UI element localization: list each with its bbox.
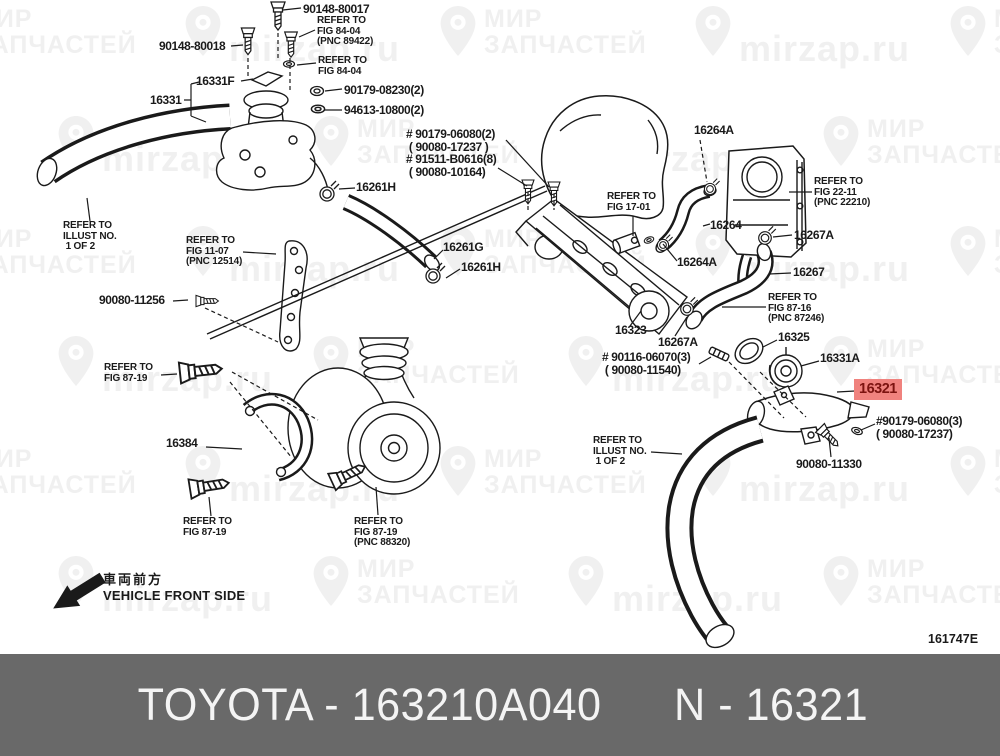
vehicle-front-arrow — [53, 572, 106, 609]
part-label-16261H-2: 16261H — [461, 260, 501, 274]
part-label-16331F: 16331F — [196, 74, 235, 88]
part-label-90148-80018: 90148-80018 — [159, 39, 226, 53]
part-label-16261H-1: 16261H — [356, 180, 396, 194]
figure-code: 161747E — [928, 632, 979, 646]
watermark-tile: mirzap.ru — [695, 446, 910, 510]
drawing-16321-water-inlet — [746, 385, 870, 445]
part-label-90080-11330: 90080-11330 — [796, 457, 862, 471]
watermark-tile: mirzap.ru — [568, 336, 783, 400]
drawing-16261g-hose — [342, 194, 441, 272]
drawing-fig17-01-fitting — [612, 231, 641, 255]
drawing-16267-hose — [685, 242, 774, 330]
drawing-compressor — [287, 337, 441, 495]
part-number-banner: TOYOTA - 163210A040 N - 16321 — [0, 654, 1000, 756]
part-label-16264A-1: 16264A — [694, 123, 734, 137]
drawing-16323-manifold — [515, 198, 688, 336]
watermark-tile: mirzap.ru — [58, 556, 273, 620]
part-label-16267A-1: 16267A — [794, 228, 834, 242]
part-label-16267: 16267 — [793, 265, 825, 279]
part-label-94613-10800: 94613-10800(2) — [344, 103, 424, 117]
part-label-16384: 16384 — [166, 436, 198, 450]
vehicle-front-side-note: 車両前方 VEHICLE FRONT SIDE — [103, 569, 245, 603]
front-side-jp: 車両前方 — [103, 572, 164, 587]
exploded-parts-diagram — [36, 1, 876, 649]
front-side-en: VEHICLE FRONT SIDE — [103, 588, 246, 603]
part-label-90080-11256: 90080-11256 — [99, 293, 165, 307]
part-label-16261G: 16261G — [443, 240, 484, 254]
drawing-16331a-thermostat — [768, 347, 803, 388]
drawing-right-outlet-hose — [665, 415, 764, 649]
drawing-16384-bracket — [242, 392, 314, 482]
drawing-pipe-line — [206, 185, 546, 335]
watermark-tile: mirzap.ru — [185, 226, 400, 290]
dashed-lines — [204, 33, 807, 459]
banner-pnc: N - 16321 — [673, 679, 868, 730]
drawing-16331-water-outlet — [215, 71, 329, 191]
part-label-16331: 16331 — [150, 93, 182, 107]
part-label-90148-80017: 90148-80017 — [303, 2, 370, 16]
highlighted-part-16321[interactable]: 16321 — [854, 379, 902, 400]
part-label-16264: 16264 — [710, 218, 742, 232]
part-label-90179-06080-3: #90179-06080(3)( 90080-17237) — [876, 414, 963, 441]
part-label-16323: 16323 — [615, 323, 647, 337]
drawing-16325-oring — [734, 337, 764, 365]
drawing-90116-stud — [708, 346, 730, 362]
watermark-tile: mirzap.ru — [695, 6, 910, 70]
banner-part-number: TOYOTA - 163210A040 — [138, 679, 602, 730]
leader-lines — [86, 7, 876, 517]
part-label-16331A: 16331A — [820, 351, 860, 365]
part-label-16267A-2: 16267A — [658, 335, 698, 349]
drawing-throttle-body — [725, 145, 807, 294]
drawing-left-hose — [36, 103, 231, 187]
part-label-90179-08230: 90179-08230(2) — [344, 83, 424, 97]
watermark-tile: mirzap.ru — [185, 6, 400, 70]
part-label-16264A-2: 16264A — [677, 255, 717, 269]
part-label-90116-06070: # 90116-06070(3) ( 90080-11540) — [602, 350, 691, 377]
part-label-16325: 16325 — [778, 330, 810, 344]
part-label-90179-06080-2: # 90179-06080(2) ( 90080-17237 )# 91511-… — [406, 127, 497, 179]
